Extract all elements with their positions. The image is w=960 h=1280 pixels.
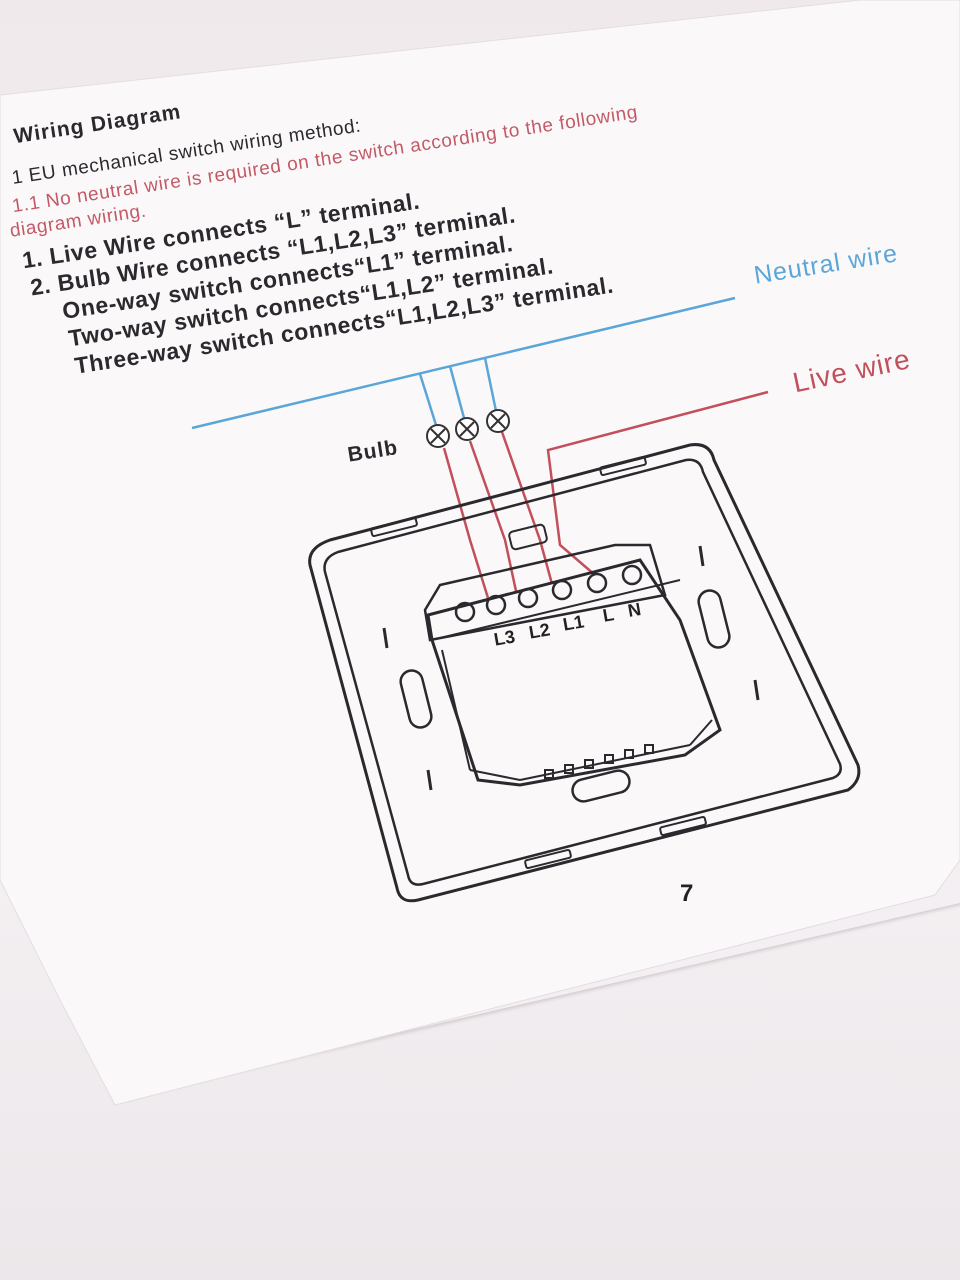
bulb-icon-2 (455, 417, 479, 441)
switch-plate-inner (323, 458, 842, 886)
page-number: 7 (680, 880, 694, 907)
live-wire (546, 390, 769, 576)
bulb-wire-l2 (468, 440, 518, 592)
neutral-wire (191, 296, 736, 430)
page-sheet (0, 0, 960, 1106)
top-clip-left (370, 516, 418, 538)
screw-slot-right (697, 589, 731, 649)
bulb-wire-l1 (500, 431, 554, 585)
terminal-label-l2: L2 (527, 619, 552, 643)
terminal-screws (454, 564, 643, 623)
bottom-clip-right (659, 815, 707, 837)
marker-3 (753, 679, 760, 701)
bulb-wire-l3 (442, 447, 490, 599)
neutral-drop-1 (418, 373, 438, 426)
marker-1 (382, 627, 389, 649)
terminal-label-l3: L3 (492, 626, 517, 650)
top-clip-right (599, 455, 647, 477)
neutral-drop-3 (483, 357, 498, 412)
terminal-block (423, 543, 667, 642)
marker-2 (698, 545, 705, 567)
marker-4 (426, 769, 433, 791)
switch-module-inner (439, 579, 713, 781)
terminal-label-l1: L1 (561, 611, 586, 635)
screw-slot-top (508, 523, 548, 551)
screw-slot-left (399, 669, 433, 729)
bottom-clip-left (524, 848, 572, 870)
bulb-icon-3 (486, 409, 510, 433)
switch-module-body (426, 558, 722, 787)
screw-slot-bottom (571, 769, 631, 803)
bulb-icon-1 (426, 424, 450, 448)
neutral-drop-2 (448, 365, 466, 419)
switch-plate-outer (308, 443, 861, 903)
bottom-contacts (544, 744, 654, 779)
